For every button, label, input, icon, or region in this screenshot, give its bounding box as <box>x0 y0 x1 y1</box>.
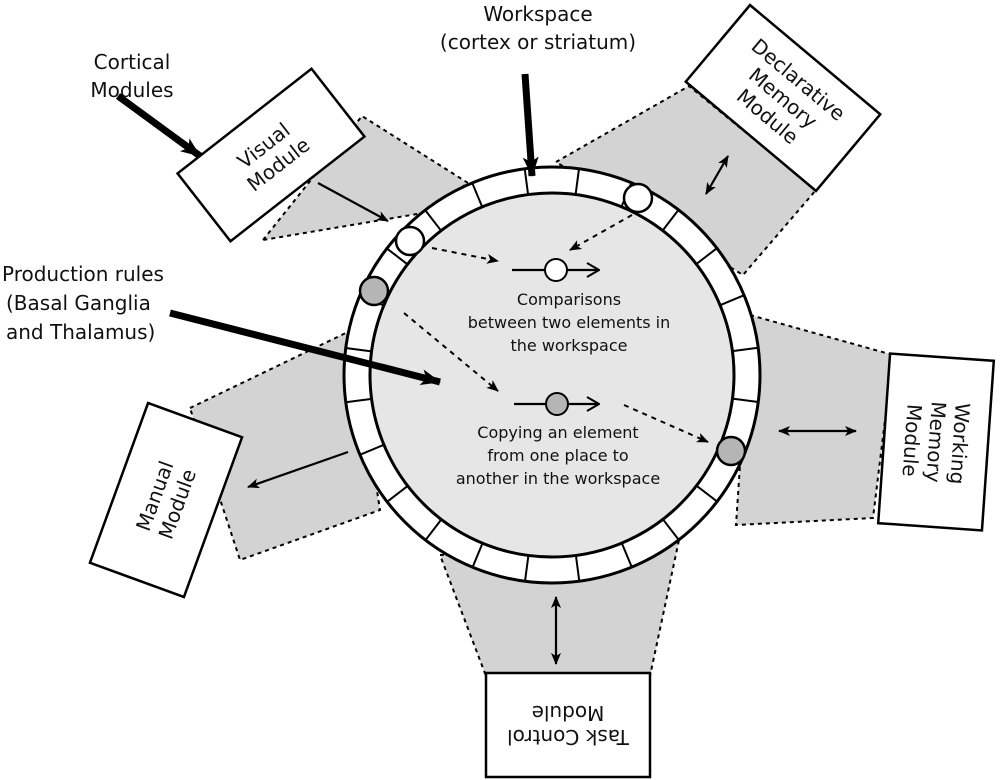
working-module-label: Working <box>945 402 975 485</box>
ring-segment-divider <box>732 346 759 353</box>
copying-caption-line: from one place to <box>487 446 628 465</box>
comparisons-caption-line: Comparisons <box>517 290 621 309</box>
manual-output-arrow-icon <box>247 450 349 489</box>
manual-module: Manual Module <box>88 401 244 599</box>
ring-segment-divider <box>695 484 718 503</box>
ring-segment-divider <box>620 542 633 568</box>
filled-element-circle-icon <box>715 435 747 467</box>
production-rules-label: Production rules (Basal Ganglia and Thal… <box>2 262 164 344</box>
copying-caption: Copying an element from one place to ano… <box>456 423 660 488</box>
working-module-label: Module <box>898 403 927 477</box>
comparison-dashed-arrow-left <box>431 247 499 264</box>
workspace-label: Workspace (cortex or striatum) <box>440 2 636 54</box>
ring-segment-divider <box>386 485 409 503</box>
copying-caption-line: Copying an element <box>477 423 638 442</box>
production-label-line: and Thalamus) <box>6 320 155 344</box>
copy-operator <box>403 312 709 443</box>
ring-segment-divider <box>471 182 484 208</box>
task-module-label: Task Control <box>507 725 630 749</box>
workspace-label-line: (cortex or striatum) <box>440 30 636 54</box>
workspace-elements <box>358 182 747 467</box>
production-label-line: (Basal Ganglia <box>6 291 151 315</box>
filled-element-circle-icon <box>358 275 390 307</box>
empty-element-circle-icon <box>622 182 654 214</box>
ring-segment-divider <box>471 542 484 568</box>
manual-region <box>188 328 382 562</box>
comparison-operator <box>431 214 633 282</box>
ring-segment-divider <box>524 555 530 582</box>
ring-segment-divider <box>345 397 372 404</box>
ring-segment-divider <box>574 555 581 582</box>
comparison-circle-icon <box>544 258 568 282</box>
visual-module: Visual Module <box>175 67 367 243</box>
copying-caption-line: another in the workspace <box>456 469 660 488</box>
ring-segment-divider <box>719 294 745 307</box>
comparisons-caption: Comparisons between two elements in the … <box>468 290 671 355</box>
ring-segment-divider <box>732 397 759 403</box>
ring-segment-divider <box>345 347 372 353</box>
task-module-label: Module <box>532 701 605 725</box>
task-control-module: Task Control Module <box>484 671 652 779</box>
cortical-label-line: Cortical <box>94 50 171 74</box>
declarative-region <box>554 84 818 277</box>
declarative-double-arrow-icon <box>705 155 729 195</box>
copy-dashed-arrow-in <box>403 312 499 392</box>
cortical-label-line: Modules <box>90 78 173 102</box>
visual-input-arrow-icon <box>317 182 389 222</box>
cortical-modules-label: Cortical Modules <box>90 50 173 102</box>
workspace-label-line: Workspace <box>483 2 592 26</box>
ring-segment-divider <box>574 168 580 195</box>
cortical-pointer-arrow-icon <box>115 93 203 159</box>
comparison-dashed-arrow-right <box>569 214 633 251</box>
ring-segment-divider <box>695 247 718 265</box>
production-label-line: Production rules <box>2 262 164 286</box>
empty-element-circle-icon <box>394 225 426 257</box>
ring-segment-divider <box>662 518 680 541</box>
copy-circle-icon <box>545 392 569 416</box>
workspace-ring <box>342 165 762 585</box>
working-memory-module: Working Memory Module <box>876 352 996 532</box>
ring-segment-divider <box>661 209 680 232</box>
comparisons-caption-line: between two elements in <box>468 313 671 332</box>
ring-segment-divider <box>386 247 409 266</box>
pointer-arrows <box>115 73 539 386</box>
production-pointer-arrow-icon <box>169 309 441 386</box>
module-flow-arrows <box>247 155 857 665</box>
ring-segment-divider <box>424 209 442 232</box>
ring-segment-divider <box>359 443 385 456</box>
workspace-pointer-arrow-icon <box>521 73 539 177</box>
comparisons-caption-line: the workspace <box>511 336 628 355</box>
working-module-label: Memory <box>921 401 951 484</box>
ring-segment-divider <box>424 518 443 541</box>
